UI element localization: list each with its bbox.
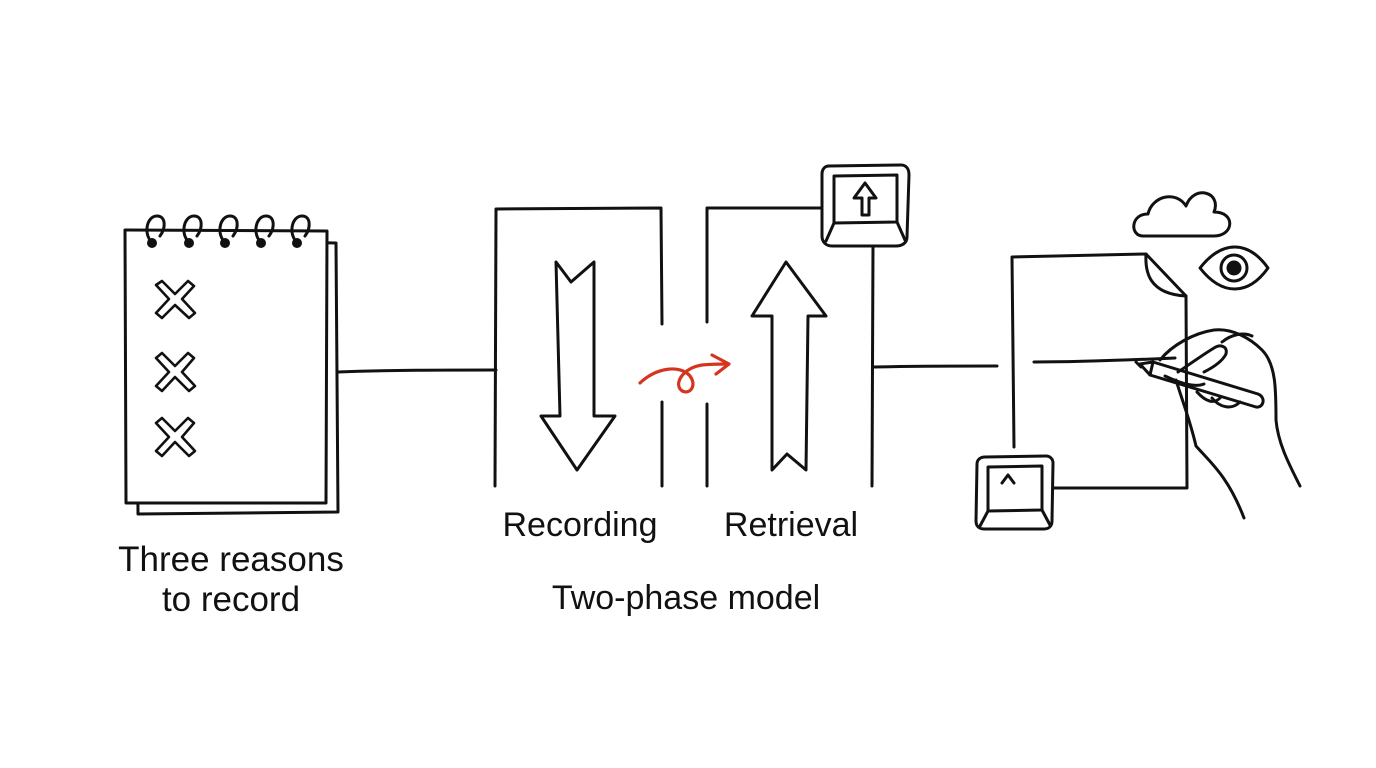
x-mark-icon — [154, 351, 197, 393]
retrieval-frame — [705, 206, 875, 488]
x-mark-icon — [154, 416, 197, 458]
connector-line — [872, 364, 999, 369]
three-reasons-line2: to record — [161, 580, 301, 619]
down-arrow-icon — [539, 260, 617, 472]
two-phase-model-label: Two-phase model — [551, 579, 821, 617]
hand-writing-icon — [1134, 328, 1302, 520]
connector-line — [336, 368, 498, 374]
up-arrow-key-icon — [820, 163, 911, 248]
eye-icon — [1198, 245, 1270, 291]
document-icon — [1010, 252, 1189, 490]
caret-key-icon — [974, 454, 1055, 531]
retrieval-label: Retrieval — [723, 506, 859, 544]
three-reasons-line1: Three reasons — [118, 540, 344, 579]
curly-arrow-icon — [638, 353, 731, 394]
recording-label: Recording — [502, 506, 658, 544]
cloud-icon — [1132, 191, 1232, 238]
up-arrow-icon — [750, 260, 828, 472]
spiral-notepad-icon — [123, 214, 340, 516]
three-reasons-label: Three reasons to record — [96, 540, 366, 620]
recording-frame — [493, 206, 664, 488]
x-mark-icon — [154, 279, 197, 320]
